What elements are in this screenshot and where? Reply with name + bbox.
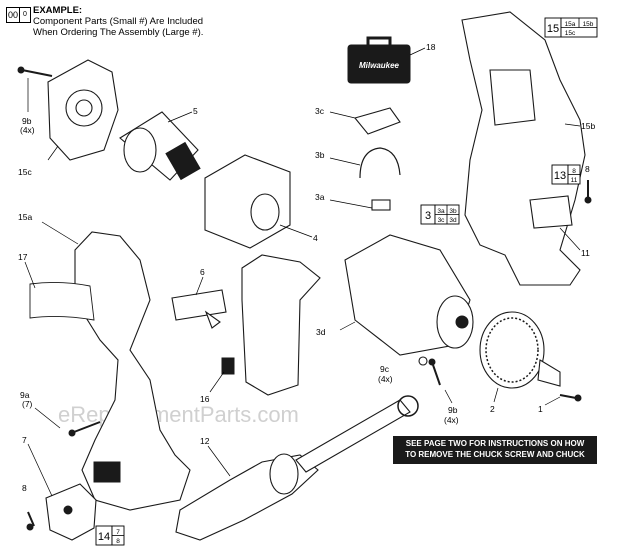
label-3a: 3a: [315, 192, 325, 202]
part-11-clip: [529, 195, 573, 229]
case-brand: Milwaukee: [359, 61, 400, 70]
part-15b-housing-right: [461, 11, 586, 286]
part-17-nameplate: [29, 281, 95, 321]
part-2-chuck: [479, 311, 561, 389]
screw-9a: [68, 421, 101, 437]
example-line-1: Component Parts (Small #) Are Included: [33, 16, 204, 27]
assembly-15-main: 15: [547, 23, 559, 35]
label-3c: 3c: [315, 106, 325, 116]
carrying-case: Milwaukee: [347, 36, 411, 84]
label-3d: 3d: [316, 327, 326, 337]
label-12: 12: [200, 436, 210, 446]
assembly-15-sub-c: 15c: [565, 30, 576, 37]
label-4: 4: [313, 233, 318, 243]
part-12-side-handle: [175, 395, 419, 541]
label-5: 5: [193, 106, 198, 116]
example-legend: EXAMPLE: Component Parts (Small #) Are I…: [33, 5, 203, 38]
label-15a: 15a: [18, 212, 32, 222]
assembly-13-key: 13 8 11: [551, 164, 581, 185]
part-7-fuel-gauge-cover: [45, 483, 97, 541]
label-17: 17: [18, 252, 28, 262]
example-title: EXAMPLE:: [33, 5, 83, 16]
assembly-3-sub-a: 3a: [437, 208, 445, 215]
assembly-14-sub-a: 7: [116, 529, 120, 536]
assembly-3-sub-b: 3b: [449, 208, 457, 215]
part-15c-endcap: [47, 59, 119, 161]
part-3b-spring: [359, 147, 401, 179]
screw-9b-bottom: [428, 358, 441, 386]
label-9a-qty: (7): [22, 399, 33, 409]
label-9b-top-qty: (4x): [20, 125, 35, 135]
label-18: 18: [426, 42, 436, 52]
assembly-13-sub-a: 8: [572, 168, 576, 175]
label-8-right: 8: [585, 164, 590, 174]
assembly-13-main: 13: [554, 170, 566, 182]
example-key-small: 0: [19, 7, 31, 23]
part-6-switch: [171, 289, 227, 329]
part-16-spring: [221, 357, 235, 375]
chuck-removal-note-line-2: TO REMOVE THE CHUCK SCREW AND CHUCK: [405, 450, 585, 459]
screw-9b-top: [17, 66, 53, 77]
part-4-handle-switch: [241, 254, 321, 396]
assembly-13-sub-b: 11: [571, 177, 578, 184]
screw-8-right: [584, 180, 592, 204]
assembly-15-key: 15 15a 15b 15c: [544, 17, 598, 38]
label-15b: 15b: [581, 121, 595, 131]
assembly-15-sub-b: 15b: [583, 21, 594, 28]
part-3a-contact: [371, 199, 391, 211]
chuck-removal-note-line-1: SEE PAGE TWO FOR INSTRUCTIONS ON HOW: [405, 439, 585, 448]
label-9b-top: 9b: [22, 116, 32, 126]
label-7: 7: [22, 435, 27, 445]
label-15c: 15c: [18, 167, 32, 177]
assembly-3-sub-c: 3c: [438, 217, 446, 224]
label-9b-bottom: 9b: [448, 405, 458, 415]
label-9b-bottom-qty: (4x): [444, 415, 459, 425]
washer-9c: [418, 356, 428, 366]
label-3b: 3b: [315, 150, 325, 160]
part-3d-gearbox: [344, 234, 474, 356]
assembly-3-sub-d: 3d: [449, 217, 457, 224]
label-9c-qty: (4x): [378, 374, 393, 384]
chuck-screw-1: [559, 394, 582, 402]
label-2: 2: [490, 404, 495, 414]
label-16: 16: [200, 394, 210, 404]
assembly-14-key: 14 7 8: [95, 525, 125, 546]
assembly-14-sub-b: 8: [116, 538, 120, 545]
part-5-armature: [119, 111, 201, 181]
label-1: 1: [538, 404, 543, 414]
assembly-3-key: 3 3a 3b 3c 3d: [420, 204, 460, 225]
chuck-removal-note: SEE PAGE TWO FOR INSTRUCTIONS ON HOW TO …: [393, 436, 597, 464]
assembly-14-main: 14: [98, 531, 110, 543]
assembly-15-sub-a: 15a: [565, 21, 576, 28]
label-9c: 9c: [380, 364, 390, 374]
label-9a: 9a: [20, 390, 30, 400]
part-3c-switch: [354, 107, 401, 135]
screw-8-left: [26, 511, 35, 531]
label-8-left: 8: [22, 483, 27, 493]
label-6: 6: [200, 267, 205, 277]
part-4-stator: [204, 154, 291, 249]
part-15a-housing-left: [74, 231, 191, 511]
assembly-3-main: 3: [425, 210, 431, 222]
example-line-2: When Ordering The Assembly (Large #).: [33, 27, 204, 38]
label-11: 11: [581, 248, 590, 258]
